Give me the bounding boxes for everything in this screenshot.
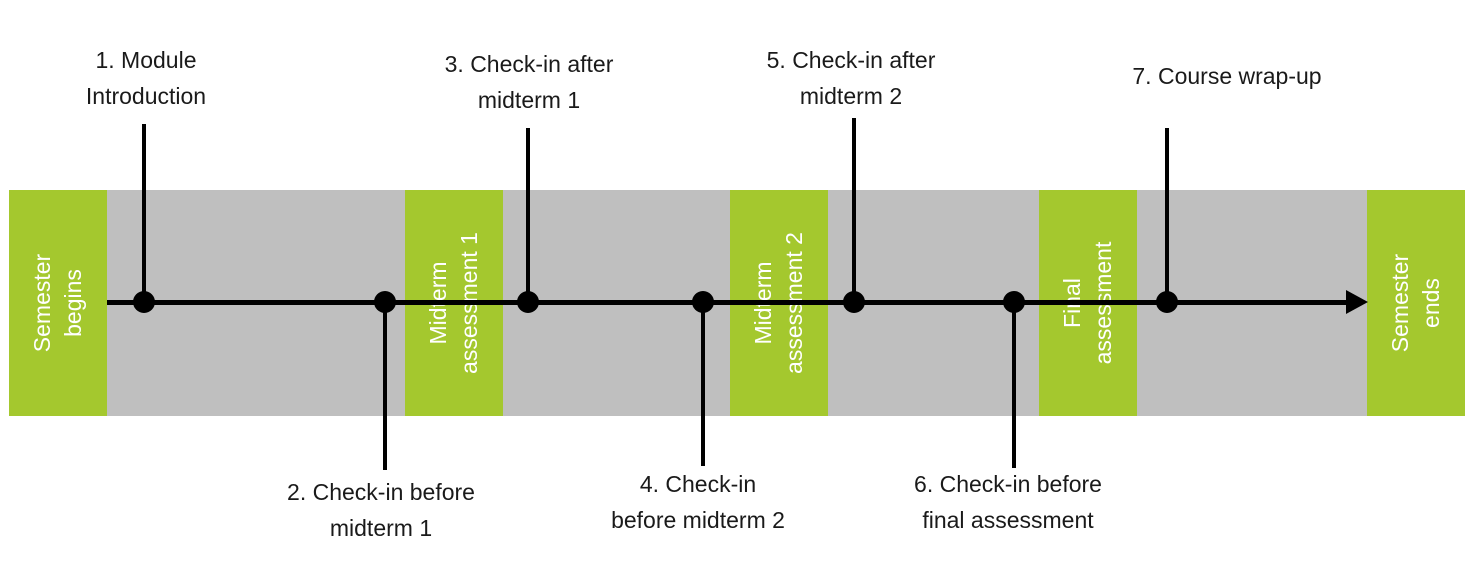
milestone-stem [1165,128,1169,303]
phase-label: Semester ends [1387,253,1444,353]
milestone-dot [1003,291,1025,313]
milestone-label-7: 7. Course wrap-up [1132,63,1322,89]
milestone-stem [526,128,530,303]
milestone-label-5: 5. Check-in after midterm 2 [766,47,936,109]
milestone-label-4: 4. Check-in before midterm 2 [611,471,785,533]
milestone-stem [852,118,856,303]
milestone-stem [701,300,705,466]
phase-semester-ends: Semester ends [1367,190,1465,416]
milestone-dot [374,291,396,313]
milestone-stem [1012,300,1016,468]
milestone-stem [142,124,146,304]
milestone-dot [133,291,155,313]
milestone-label-3: 3. Check-in after midterm 1 [444,51,614,113]
phase-semester-begins: Semester begins [9,190,107,416]
milestone-stem [383,300,387,470]
milestone-dot [692,291,714,313]
milestone-label-2: 2. Check-in before midterm 1 [287,479,475,541]
timeline-axis [107,300,1357,305]
milestone-dot [1156,291,1178,313]
milestone-dot [843,291,865,313]
milestone-label-6: 6. Check-in before final assessment [914,471,1102,533]
timeline-arrowhead [1346,290,1368,314]
milestone-label-1: 1. Module Introduction [85,47,207,109]
milestone-dot [517,291,539,313]
phase-label: Semester begins [29,253,86,353]
